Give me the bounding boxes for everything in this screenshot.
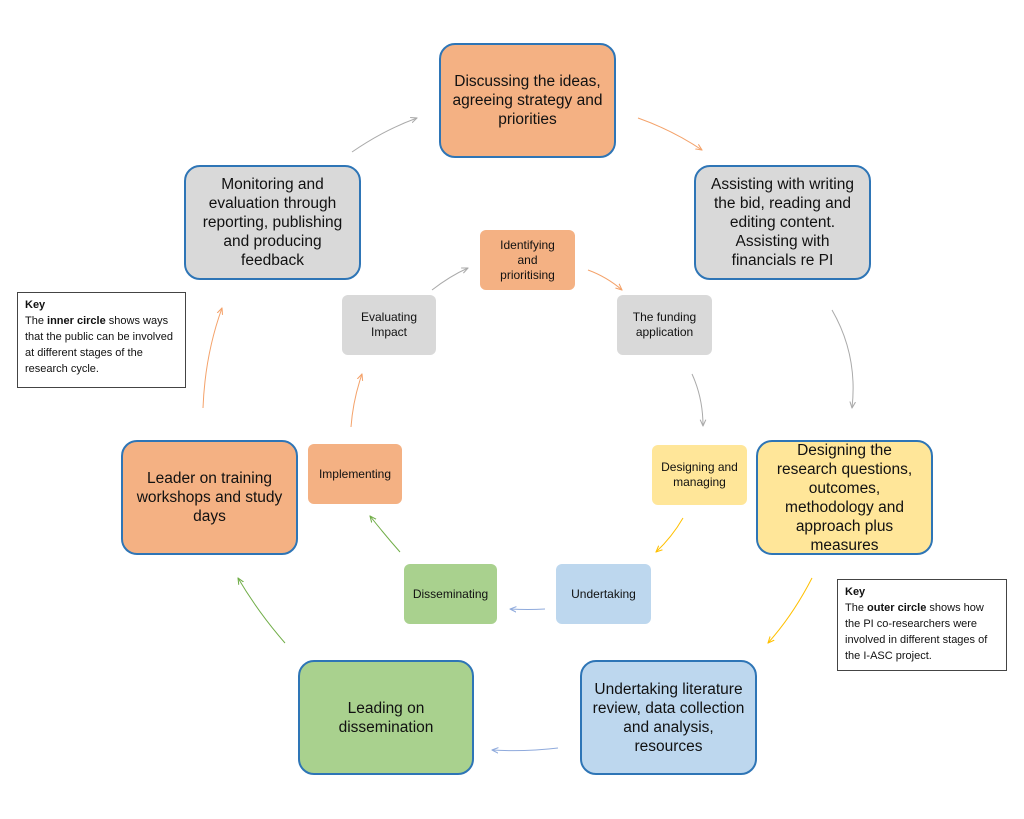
inner-disseminating-text: Disseminating bbox=[412, 586, 489, 601]
arrow-outer-assisting-to-designing bbox=[831, 309, 853, 408]
inner-funding-text: The funding application bbox=[632, 310, 697, 339]
key-inner-circle: Key The inner circle shows ways that the… bbox=[17, 292, 186, 388]
arrow-outer-designing-to-undertaking bbox=[768, 577, 813, 643]
inner-evaluating-box: Evaluating Impact bbox=[342, 295, 436, 355]
arrow-outer-discussing-to-assisting bbox=[637, 117, 702, 150]
key-inner-title: Key bbox=[25, 299, 46, 311]
inner-implementing-box: Implementing bbox=[308, 444, 402, 504]
outer-designing-text: Designing the research questions, outcom… bbox=[776, 441, 913, 554]
outer-undertaking-box: Undertaking literature review, data coll… bbox=[580, 660, 757, 775]
key-outer-circle: Key The outer circle shows how the PI co… bbox=[837, 579, 1007, 671]
outer-designing-box: Designing the research questions, outcom… bbox=[756, 440, 933, 555]
outer-undertaking-text: Undertaking literature review, data coll… bbox=[592, 680, 745, 755]
outer-assisting-text: Assisting with writing the bid, reading … bbox=[711, 176, 854, 269]
arrow-inner-funding-to-designing bbox=[691, 373, 703, 426]
key-outer-post: shows how the PI co-researchers were inv… bbox=[845, 602, 988, 662]
key-outer-bold: outer circle bbox=[867, 602, 927, 614]
key-outer-pre: The bbox=[845, 602, 868, 614]
inner-funding-box: The funding application bbox=[617, 295, 712, 355]
inner-disseminating-box: Disseminating bbox=[404, 564, 497, 624]
arrow-outer-undertaking-to-leading bbox=[492, 748, 559, 751]
arrow-inner-disseminating-to-implementing bbox=[370, 516, 401, 553]
outer-discussing-text: Discussing the ideas, agreeing strategy … bbox=[452, 73, 603, 128]
arrow-inner-undertaking-to-disseminating bbox=[510, 609, 546, 610]
arrow-inner-implementing-to-evaluating bbox=[350, 374, 362, 428]
outer-monitoring-box: Monitoring and evaluation through report… bbox=[184, 165, 361, 280]
arrow-outer-monitoring-to-discussing bbox=[351, 118, 417, 153]
arrow-inner-designing-to-undertaking bbox=[656, 517, 684, 552]
key-inner-pre: The bbox=[25, 315, 48, 327]
inner-undertaking-box: Undertaking bbox=[556, 564, 651, 624]
key-inner-post: shows ways that the public can be involv… bbox=[25, 315, 173, 375]
arrow-inner-evaluating-to-identifying bbox=[431, 268, 468, 291]
arrow-inner-identifying-to-funding bbox=[587, 269, 622, 290]
outer-monitoring-text: Monitoring and evaluation through report… bbox=[202, 176, 343, 269]
inner-identifying-box: Identifying and prioritising bbox=[480, 230, 575, 290]
inner-evaluating-text: Evaluating Impact bbox=[360, 310, 418, 339]
inner-undertaking-text: Undertaking bbox=[571, 586, 636, 601]
outer-leading-dissemination-text: Leading on dissemination bbox=[338, 699, 434, 736]
inner-designing-box: Designing and managing bbox=[652, 445, 747, 505]
outer-leader-training-text: Leader on training workshops and study d… bbox=[136, 470, 283, 525]
inner-designing-text: Designing and managing bbox=[661, 460, 738, 489]
inner-identifying-text: Identifying and prioritising bbox=[500, 237, 555, 282]
outer-leader-training-box: Leader on training workshops and study d… bbox=[121, 440, 298, 555]
outer-assisting-box: Assisting with writing the bid, reading … bbox=[694, 165, 871, 280]
outer-leading-dissemination-box: Leading on dissemination bbox=[298, 660, 474, 775]
arrow-outer-leading-to-training bbox=[238, 578, 286, 644]
arrow-outer-training-to-monitoring bbox=[202, 308, 222, 409]
key-outer-title: Key bbox=[845, 586, 866, 598]
inner-implementing-text: Implementing bbox=[318, 466, 392, 481]
key-inner-bold: inner circle bbox=[47, 315, 106, 327]
outer-discussing-box: Discussing the ideas, agreeing strategy … bbox=[439, 43, 616, 158]
